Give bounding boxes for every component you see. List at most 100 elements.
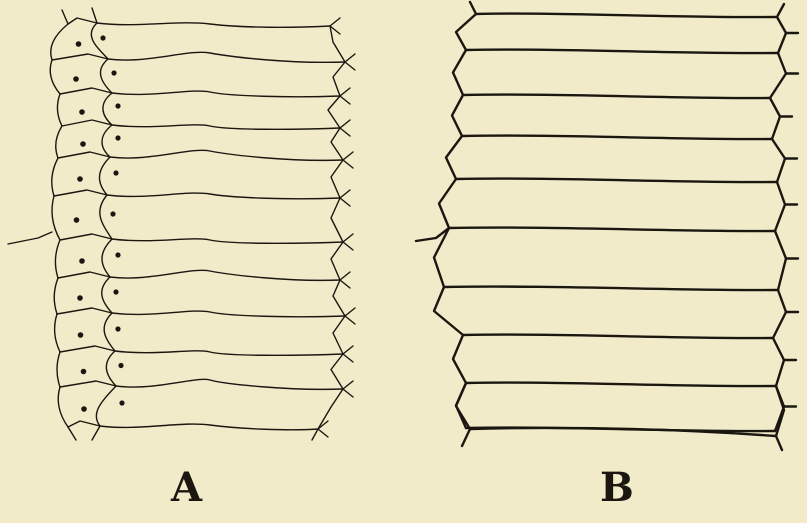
cell-wall	[52, 52, 345, 62]
cell-wall	[453, 335, 466, 383]
nucleus	[118, 363, 123, 368]
cell-wall	[331, 128, 343, 160]
nucleus	[119, 400, 124, 405]
cell-wall	[449, 228, 775, 232]
cell-wall	[439, 179, 456, 228]
nucleus	[115, 103, 120, 108]
cell-wall	[476, 14, 777, 18]
cell-wall	[52, 196, 60, 240]
cell-wall	[58, 387, 68, 427]
cell-wall	[340, 88, 350, 104]
cell-wall	[54, 278, 58, 314]
cell-wall	[456, 14, 476, 50]
cell-wall	[770, 53, 786, 98]
cell-wall	[106, 351, 116, 386]
cell-wall	[55, 314, 60, 352]
cell-wall	[58, 270, 340, 280]
panel-b-cell-rows	[416, 2, 798, 450]
cell-wall	[104, 313, 115, 351]
cell-wall	[340, 272, 350, 288]
cell-wall	[328, 96, 340, 128]
cell-wall	[91, 23, 108, 59]
nucleus	[115, 252, 120, 257]
nucleus	[79, 258, 85, 264]
nucleus	[111, 70, 116, 75]
nucleus	[100, 35, 105, 40]
cell-wall	[57, 94, 62, 126]
cell-wall	[50, 60, 60, 94]
cell-wall	[99, 157, 110, 195]
cell-wall	[775, 182, 785, 231]
cell-wall	[331, 354, 343, 389]
cell-wall	[60, 379, 343, 389]
cell-wall	[331, 198, 343, 242]
cell-wall	[54, 190, 340, 199]
cell-wall	[57, 308, 345, 317]
nucleus	[73, 76, 79, 82]
cell-wall	[56, 126, 62, 158]
cell-wall	[68, 18, 330, 27]
nucleus	[77, 176, 83, 182]
nucleus	[79, 109, 85, 115]
cell-wall	[470, 428, 776, 436]
cell-wall	[331, 242, 343, 280]
cell-wall	[318, 421, 328, 437]
cell-wall	[100, 195, 112, 239]
cell-wall	[345, 54, 355, 70]
cell-wall	[60, 234, 343, 243]
cell-wall	[58, 150, 343, 160]
cell-wall	[62, 120, 340, 129]
nucleus	[113, 289, 118, 294]
nucleus	[113, 170, 118, 175]
cell-wall	[102, 239, 112, 277]
nucleus	[76, 41, 82, 47]
panel-a-cell-rows	[8, 8, 355, 440]
cell-wall	[444, 287, 778, 291]
panel-label-b: B	[600, 468, 634, 508]
cell-wall	[770, 98, 780, 139]
cell-wall	[343, 346, 353, 362]
cell-wall	[68, 426, 318, 440]
nucleus	[74, 217, 80, 223]
cell-wall	[55, 240, 60, 278]
cell-wall	[60, 346, 343, 355]
cell-wall	[331, 160, 343, 198]
cell-wall	[318, 389, 343, 429]
cell-wall	[68, 421, 318, 430]
cell-wall	[60, 88, 340, 97]
cell-wall	[345, 308, 355, 324]
cell-wall	[777, 17, 786, 53]
cell-wall	[102, 125, 112, 157]
panel-label-a: A	[171, 468, 202, 508]
cell-wall	[51, 24, 68, 60]
cell-wall	[343, 381, 353, 397]
cell-wall	[102, 277, 112, 313]
cell-wall	[333, 280, 345, 316]
cell-wall	[452, 95, 463, 136]
nucleus	[81, 369, 87, 375]
nucleus	[78, 332, 84, 338]
nucleus	[81, 406, 87, 412]
cell-wall	[453, 50, 466, 95]
cell-wall	[456, 179, 777, 183]
cell-wall	[103, 93, 112, 125]
cell-wall	[462, 136, 772, 140]
cell-wall	[434, 287, 463, 335]
cell-wall	[343, 234, 353, 250]
cell-wall	[333, 62, 345, 96]
cell-wall	[773, 338, 784, 386]
cell-wall	[463, 335, 773, 339]
cell-wall	[446, 136, 462, 179]
nucleus	[115, 135, 120, 140]
cell-wall	[772, 139, 785, 182]
cell-wall	[343, 152, 353, 168]
cell-wall	[52, 158, 58, 196]
nucleus	[77, 295, 83, 301]
cell-wall	[340, 120, 350, 136]
cell-wall	[96, 386, 116, 426]
cell-wall	[773, 290, 786, 338]
cell-wall	[463, 95, 770, 99]
nucleus	[80, 141, 86, 147]
cell-wall	[8, 232, 52, 244]
